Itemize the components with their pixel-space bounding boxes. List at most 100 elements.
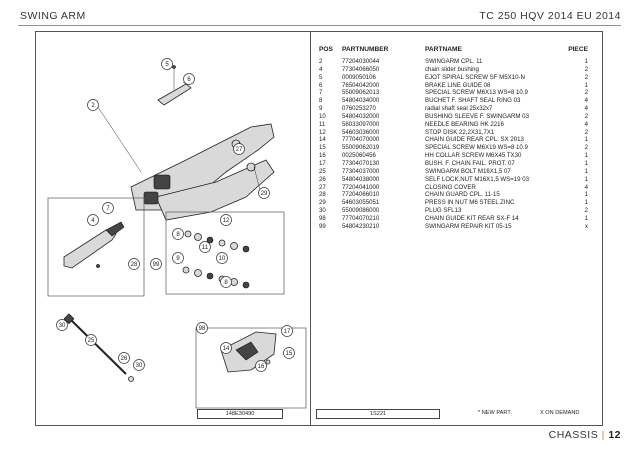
cell-partnumber: 58033097000 xyxy=(342,120,380,128)
callout-6: 6 xyxy=(182,73,195,85)
cell-partname: SPECIAL SCREW M6X13 WS=8 10.9 xyxy=(425,89,528,97)
cell-partname: SWINGARM REPAIR KIT 05-15 xyxy=(425,222,512,230)
cell-partname: CHAIN GUIDE KIT REAR SX-F 14 xyxy=(425,214,519,222)
cell-partnumber: 54804034000 xyxy=(342,97,380,105)
table-row: 8 54804034000 BUCHET F. SHAFT SEAL RING 03… xyxy=(0,97,638,105)
callout-12: 12 xyxy=(220,214,232,226)
cell-partname: SELF LOCK.NUT M16X1,5 WS=19 03 xyxy=(425,175,530,183)
callout-15: 15 xyxy=(283,347,295,359)
cell-piece: 1 xyxy=(584,136,588,144)
table-row: 16 0025060456 HH COLLAR SCREW M6X45 TX30 1 xyxy=(0,152,638,160)
cell-partnumber: 77204066010 xyxy=(342,191,380,199)
cell-partnumber: 54804038000 xyxy=(342,175,380,183)
callout-7: 7 xyxy=(102,202,114,214)
cell-pos: 25 xyxy=(319,167,326,175)
cell-partname: NEEDLE BEARING HK 2216 xyxy=(425,120,504,128)
cell-piece: 4 xyxy=(584,183,588,191)
svg-text:9: 9 xyxy=(176,256,180,262)
header-pos: POS xyxy=(319,46,333,53)
cell-partname: radial shaft seal 25x32x7 xyxy=(425,105,493,113)
callout-8a: 8 xyxy=(172,228,184,240)
svg-text:30: 30 xyxy=(136,363,143,369)
content-frame xyxy=(35,31,603,426)
header-rule xyxy=(18,25,621,26)
callout-14: 14 xyxy=(220,342,232,354)
svg-text:14: 14 xyxy=(223,346,230,352)
cell-pos: 28 xyxy=(319,191,326,199)
on-demand-legend: X ON DEMAND xyxy=(540,410,580,416)
brake-line-guide-drawing xyxy=(157,65,192,106)
callout-10: 10 xyxy=(216,252,228,264)
cell-piece: 1 xyxy=(584,152,588,160)
cell-partnumber: 77204030044 xyxy=(342,58,380,65)
cell-partnumber: 77304066050 xyxy=(342,65,380,73)
cell-pos: 10 xyxy=(319,112,326,120)
cell-partnumber: 0009050106 xyxy=(342,73,376,81)
svg-text:15: 15 xyxy=(286,351,293,357)
cell-piece: 1 xyxy=(584,58,588,65)
cell-partnumber: 54804032000 xyxy=(342,112,380,120)
cell-pos: 11 xyxy=(319,120,326,128)
cell-piece: 2 xyxy=(584,112,588,120)
svg-text:7: 7 xyxy=(106,206,110,212)
cell-partnumber: 54804230210 xyxy=(342,222,380,230)
cell-piece: 1 xyxy=(584,191,588,199)
cell-pos: 26 xyxy=(319,175,326,183)
table-row: 11 58033097000 NEEDLE BEARING HK 2216 4 xyxy=(0,121,638,129)
column-divider xyxy=(310,31,311,426)
cell-piece: 2 xyxy=(584,144,588,152)
cell-pos: 29 xyxy=(319,199,326,207)
svg-text:6: 6 xyxy=(187,77,191,83)
cell-pos: 16 xyxy=(319,152,326,160)
cell-pos: 2 xyxy=(319,58,323,65)
cell-partnumber: 77304037000 xyxy=(342,167,380,175)
cell-partname: BUCHET F. SHAFT SEAL RING 03 xyxy=(425,97,521,105)
cell-piece: 1 xyxy=(584,167,588,175)
header-partnumber: PARTNUMBER xyxy=(342,46,389,53)
svg-text:28: 28 xyxy=(131,262,138,268)
callout-9: 9 xyxy=(172,252,184,264)
cell-pos: 8 xyxy=(319,97,323,105)
callout-4: 4 xyxy=(87,214,99,226)
callout-30b: 30 xyxy=(133,359,145,371)
callout-26: 26 xyxy=(118,352,130,364)
cell-partnumber: 54603036000 xyxy=(342,128,380,136)
callout-5: 5 xyxy=(161,58,173,71)
swingarm-bolt-drawing xyxy=(63,313,134,382)
bearing-parts-drawing xyxy=(182,230,250,289)
callout-99: 99 xyxy=(150,258,162,270)
cell-partnumber: 76504042000 xyxy=(342,81,380,89)
header-partname: PARTNAME xyxy=(425,46,462,53)
cell-partname: CHAIN GUIDE REAR CPL. SX 2013 xyxy=(425,136,524,144)
cell-partname: HH COLLAR SCREW M6X45 TX30 xyxy=(425,152,522,160)
cell-piece: 4 xyxy=(584,120,588,128)
page-footer: CHASSIS | 12 xyxy=(549,429,621,441)
cell-piece: 1 xyxy=(584,81,588,89)
cell-partname: chain slider bushing xyxy=(425,65,479,73)
table-row: 26 54804038000 SELF LOCK.NUT M16X1,5 WS=19… xyxy=(0,176,638,184)
svg-text:2: 2 xyxy=(91,103,95,109)
svg-text:5: 5 xyxy=(165,62,169,68)
cell-piece: 1 xyxy=(584,175,588,183)
svg-text:4: 4 xyxy=(91,218,95,224)
cell-partnumber: 0760253270 xyxy=(342,105,376,113)
cell-piece: 4 xyxy=(584,97,588,105)
cell-pos: 15 xyxy=(319,144,326,152)
cell-piece: 1 xyxy=(584,159,588,167)
cell-partnumber: 55009062013 xyxy=(342,89,380,97)
section-title: SWING ARM xyxy=(20,10,86,22)
svg-text:30: 30 xyxy=(59,323,66,329)
cell-partnumber: 0025060456 xyxy=(342,152,376,160)
cell-piece: 2 xyxy=(584,73,588,81)
exploded-diagram: 5 6 2 27 29 7 4 28 99 8 9 10 11 12 8 30 … xyxy=(47,58,307,409)
svg-text:17: 17 xyxy=(284,329,291,335)
